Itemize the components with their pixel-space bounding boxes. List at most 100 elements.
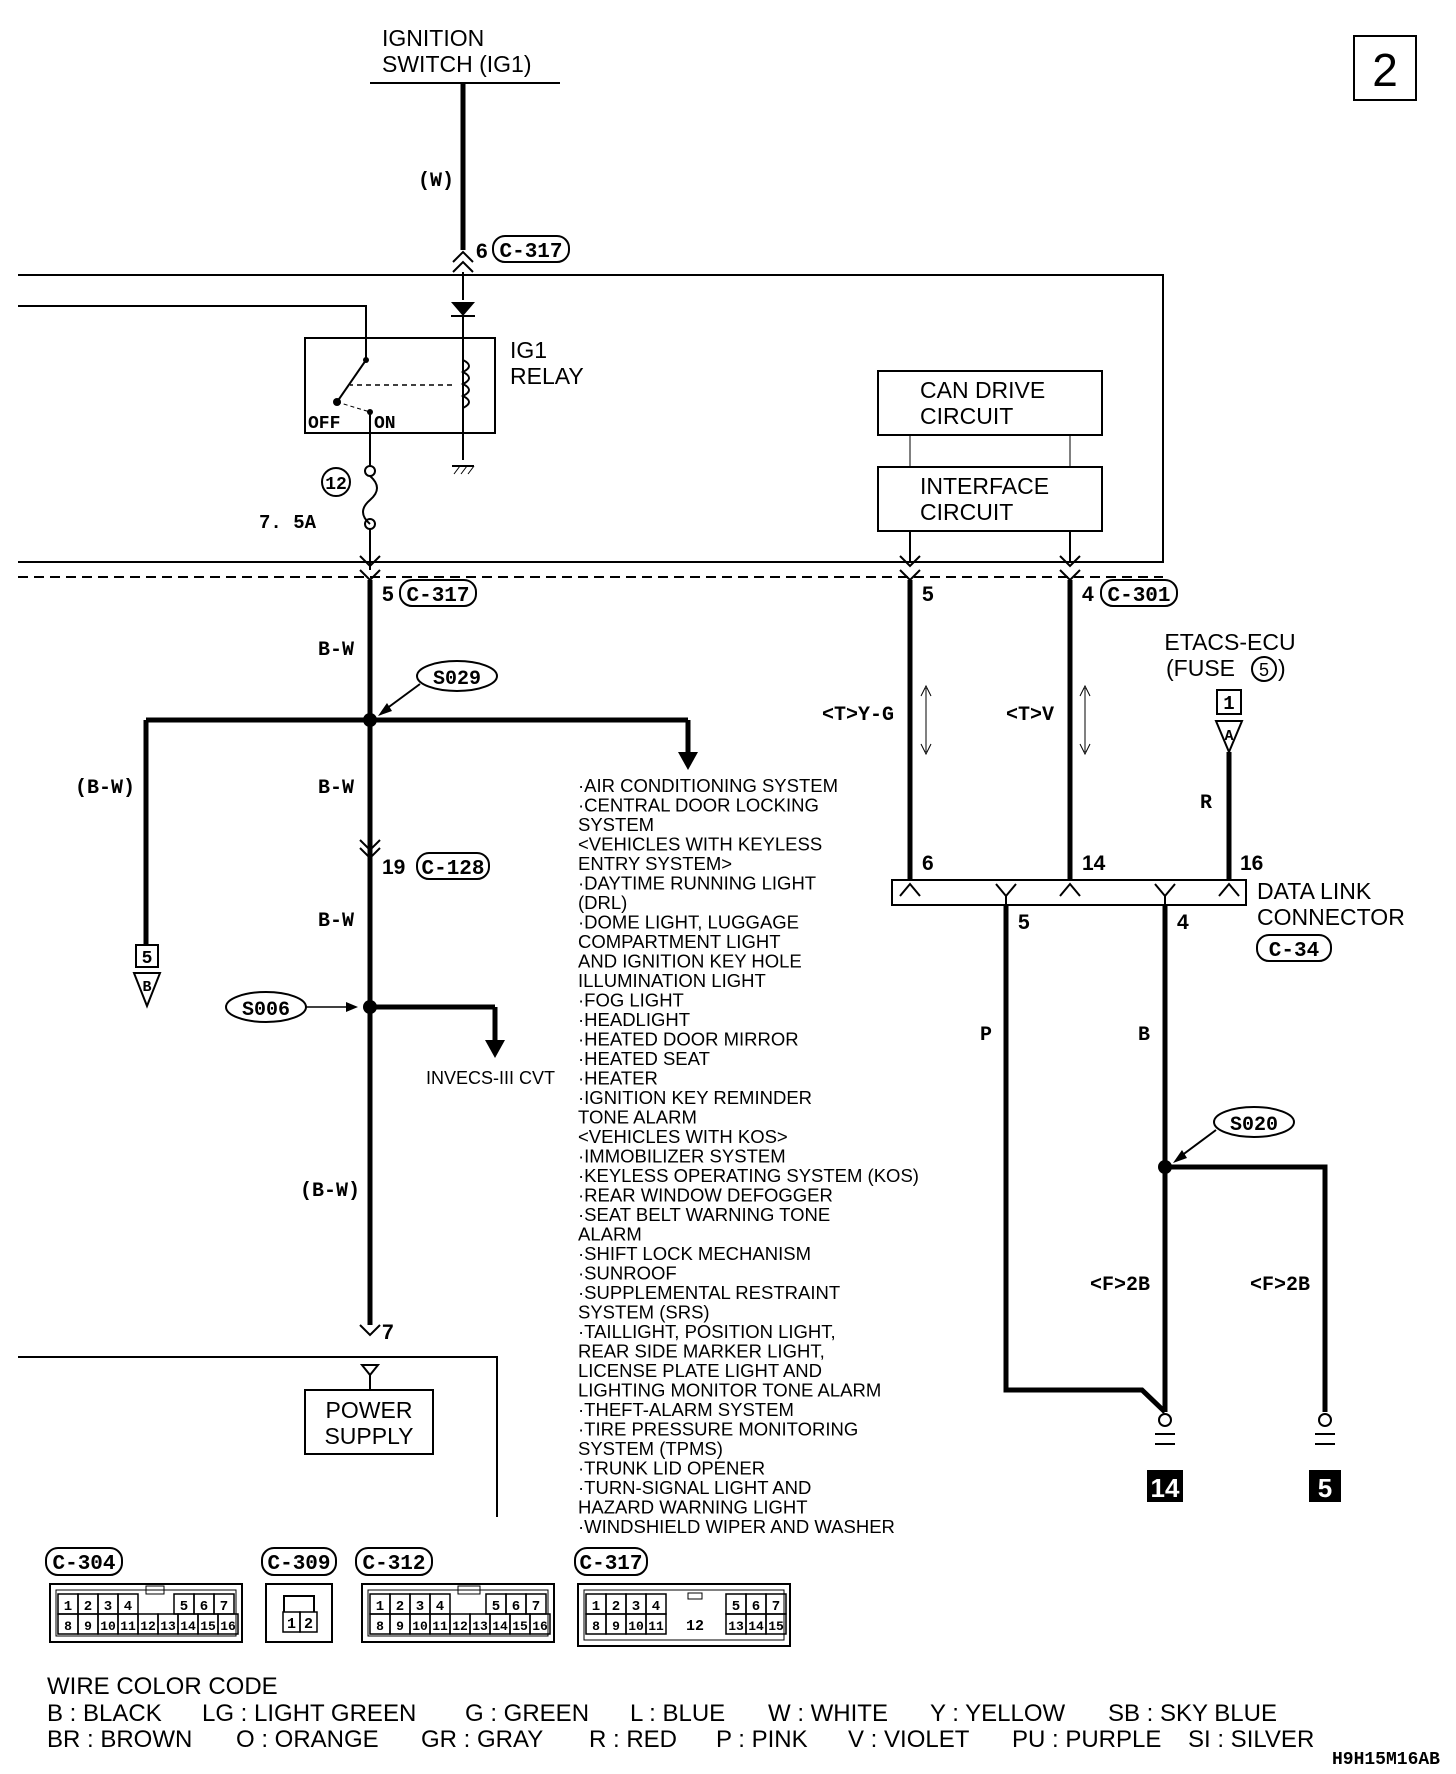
face-pin-label: 5	[180, 1599, 188, 1615]
face-pin-label: 1	[376, 1599, 384, 1615]
face-pin-label: 14	[180, 1619, 196, 1634]
legend-item: SB : SKY BLUE	[1108, 1700, 1277, 1727]
face-pin-label: 4	[124, 1599, 132, 1615]
system-item: ILLUMINATION LIGHT	[578, 970, 766, 991]
ignition-switch-label-2: SWITCH (IG1)	[382, 51, 532, 77]
systems-list: ·AIR CONDITIONING SYSTEM·CENTRAL DOOR LO…	[578, 775, 919, 1537]
face-pin-label: 8	[64, 1619, 72, 1634]
splice-s006: S006	[242, 999, 290, 1022]
can-drive-label-1: CAN DRIVE	[920, 377, 1045, 403]
system-item: ·FOG LIGHT	[578, 990, 684, 1011]
system-item: ·SHIFT LOCK MECHANISM	[578, 1243, 811, 1264]
system-item: ·AIR CONDITIONING SYSTEM	[578, 775, 838, 796]
face-pin-label: 8	[592, 1619, 600, 1634]
face-pin-label: 6	[752, 1599, 760, 1615]
system-item: ·HEATED SEAT	[578, 1048, 710, 1069]
face-pin-label: 13	[472, 1619, 488, 1634]
c317-pin6: 6	[476, 240, 488, 263]
c128-pin: 19	[382, 856, 405, 879]
dlc-pin16: 16	[1240, 852, 1263, 875]
system-item: <VEHICLES WITH KOS>	[578, 1126, 788, 1147]
system-item: AND IGNITION KEY HOLE	[578, 951, 802, 972]
face-pin-label: 7	[532, 1599, 540, 1615]
face-pin-label: 15	[768, 1619, 784, 1634]
wire-bw-left: (B-W)	[75, 777, 135, 800]
invecs-label: INVECS-III CVT	[426, 1068, 555, 1088]
face-pin-label: 6	[200, 1599, 208, 1615]
fuse-number: 12	[325, 475, 347, 495]
face-pin-label: 13	[160, 1619, 176, 1634]
wire-p: P	[980, 1024, 992, 1047]
power-supply-pin: 7	[382, 1321, 394, 1344]
interface-label-2: CIRCUIT	[920, 499, 1013, 525]
figure-code: H9H15M16AB	[1332, 1750, 1440, 1770]
legend-title: WIRE COLOR CODE	[47, 1673, 278, 1700]
dlc-pin4: 4	[1177, 911, 1189, 934]
face-pin-label: 5	[492, 1599, 500, 1615]
c317-top-label: C-317	[499, 241, 562, 264]
dlc-label-2: CONNECTOR	[1257, 904, 1405, 930]
dlc-pins	[899, 882, 1240, 905]
legend-item: PU : PURPLE	[1012, 1726, 1161, 1753]
dlc-pin6: 6	[922, 852, 934, 875]
face-pin-label: 7	[220, 1599, 228, 1615]
wire-f2b-b: <F>2B	[1250, 1274, 1310, 1297]
system-item: SYSTEM (TPMS)	[578, 1438, 723, 1459]
face-pin-label: 3	[104, 1599, 112, 1615]
system-item: ·IGNITION KEY REMINDER	[578, 1087, 812, 1108]
power-supply-label-2: SUPPLY	[324, 1423, 413, 1449]
ground-left-number: 14	[1151, 1473, 1180, 1503]
face-pin-label: 2	[84, 1599, 92, 1615]
system-item: ·CENTRAL DOOR LOCKING	[578, 795, 819, 816]
face-pin-label: 11	[120, 1619, 136, 1634]
system-item: ·DAYTIME RUNNING LIGHT	[578, 873, 816, 894]
system-item: ·SEAT BELT WARNING TONE	[578, 1204, 830, 1225]
power-supply-label-1: POWER	[326, 1397, 413, 1423]
face-pin-label: 16	[532, 1619, 548, 1634]
system-item: ·THEFT-ALARM SYSTEM	[578, 1399, 794, 1420]
etacs-label-2-end: )	[1278, 655, 1286, 681]
system-item: (DRL)	[578, 892, 627, 913]
c301-pin: 4	[1082, 583, 1094, 606]
face-c304-label: C-304	[52, 1553, 115, 1576]
relay-off-label: OFF	[308, 414, 340, 434]
legend-item: L : BLUE	[630, 1700, 725, 1727]
wire-bw-3: B-W	[318, 910, 354, 933]
face-pin-cell	[299, 1611, 318, 1633]
legend-item: V : VIOLET	[848, 1726, 970, 1753]
face-pin-label: 9	[396, 1619, 404, 1634]
c128-label: C-128	[421, 858, 484, 881]
system-item: ·HEATED DOOR MIRROR	[578, 1029, 799, 1050]
ignition-switch-label-1: IGNITION	[382, 25, 484, 51]
ground-right: 5	[1309, 1413, 1341, 1503]
face-pin-label: 10	[628, 1619, 644, 1634]
legend-item: GR : GRAY	[421, 1726, 543, 1753]
ground-left: 14	[1147, 1413, 1183, 1503]
etacs-fuse-no: 5	[1259, 660, 1269, 680]
system-item: ·DOME LIGHT, LUGGAGE	[578, 912, 799, 933]
system-item: ·HEADLIGHT	[578, 1009, 690, 1030]
system-item: <VEHICLES WITH KEYLESS	[578, 834, 822, 855]
face-pin-label: 3	[632, 1599, 640, 1615]
system-item: HAZARD WARNING LIGHT	[578, 1497, 808, 1518]
dlc-c34-label: C-34	[1269, 940, 1319, 963]
etacs-label-2: (FUSE	[1166, 655, 1235, 681]
etacs-tri: A	[1224, 728, 1233, 745]
face-pin-label: 2	[396, 1599, 404, 1615]
system-item: SYSTEM	[578, 814, 654, 835]
etacs-box: 1	[1223, 693, 1234, 715]
face-pin-label: 9	[84, 1619, 92, 1634]
wire-color-w: (W)	[418, 170, 454, 193]
wire-v: <T>V	[1006, 704, 1054, 727]
legend-item: G : GREEN	[465, 1700, 589, 1727]
system-item: ALARM	[578, 1224, 642, 1245]
wire-f2b-a: <F>2B	[1090, 1274, 1150, 1297]
face-pin-cell	[765, 1613, 787, 1635]
system-item: ·REAR WINDOW DEFOGGER	[578, 1185, 833, 1206]
relay-label-1: IG1	[510, 337, 547, 363]
legend-item: O : ORANGE	[236, 1726, 379, 1753]
legend-item: SI : SILVER	[1188, 1726, 1314, 1753]
wire-r: R	[1200, 792, 1212, 815]
